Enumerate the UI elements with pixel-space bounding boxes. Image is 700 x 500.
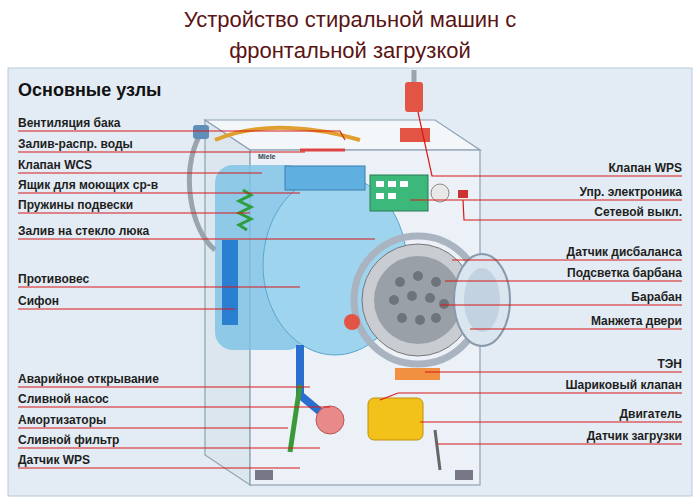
part-label: Противовес (18, 272, 89, 286)
part-label: ТЭН (657, 357, 682, 371)
part-label: Амортизаторы (18, 413, 106, 427)
part-label: Залив на стекло люка (18, 224, 149, 238)
part-label: Барабан (631, 290, 682, 304)
part-label: Залив-распр. воды (18, 137, 133, 151)
part-label: Шариковый клапан (565, 378, 682, 392)
part-label: Сливной насос (18, 392, 109, 406)
part-label: Вентиляция бака (18, 116, 120, 130)
panel-ground (8, 68, 692, 496)
part-label: Сливной фильтр (18, 433, 119, 447)
section-heading: Основные узлы (18, 80, 162, 100)
part-label: Ящик для моющих ср-в (18, 178, 158, 192)
part-label: Пружины подвески (18, 198, 133, 212)
part-label: Двигатель (619, 407, 682, 421)
brand-logo: Miele (258, 153, 276, 161)
diagram-title: Устройство стиральной машин с фронтально… (150, 4, 550, 66)
part-label: Манжета двери (591, 314, 682, 328)
part-label: Клапан WCS (18, 158, 92, 172)
part-label: Клапан WPS (609, 161, 682, 175)
part-label: Датчик WPS (18, 453, 90, 467)
part-label: Аварийное открывание (18, 372, 159, 386)
part-label: Сетевой выкл. (594, 205, 682, 219)
part-label: Сифон (18, 294, 59, 308)
part-label: Подсветка барбана (567, 266, 682, 280)
part-label: Датчик дисбаланса (567, 245, 682, 259)
part-label: Упр. электроника (579, 185, 682, 199)
part-label: Датчик загрузки (587, 429, 682, 443)
leader-lines (18, 112, 682, 468)
